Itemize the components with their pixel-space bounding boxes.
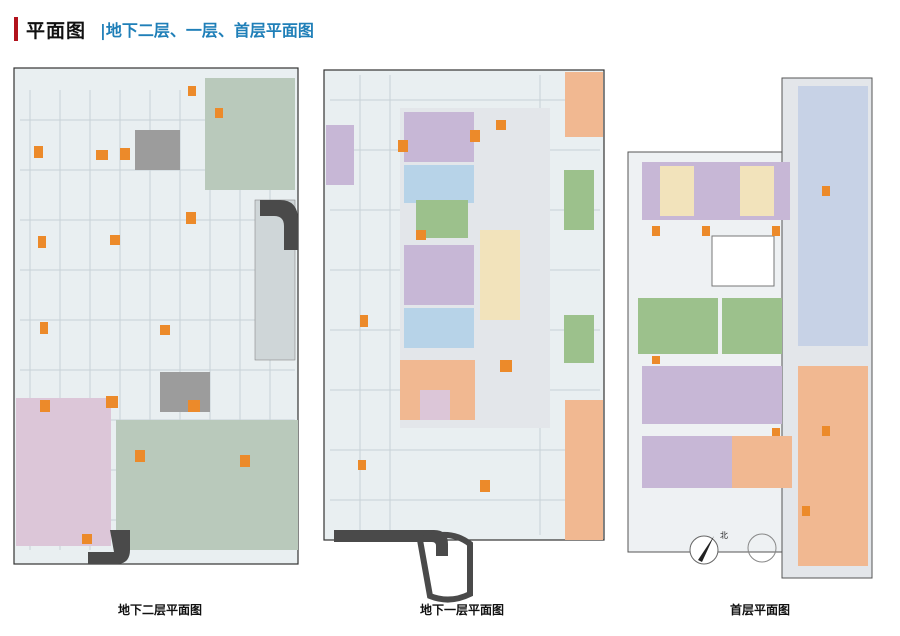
b1-blue-block-2 [404,308,474,348]
b2-equipment-zone-south [116,420,298,550]
caption-b1: 地下一层平面图 [419,603,504,617]
ground-compass-ring [689,535,719,565]
ground-upper-yellow-2 [740,166,774,216]
b1-purple-block-1 [404,112,474,162]
b2-ramp-top [260,200,298,250]
compass-north-label: 北 [720,531,728,540]
ground-courtyard [711,235,775,287]
b1-purple-block-2 [404,245,474,305]
ground-tower-blue [798,86,868,346]
plan-b1-drawing [323,69,605,603]
b2-core-grey [135,130,180,170]
b2-auto-repair-zone [16,398,111,546]
b1-parking-grid [330,75,600,535]
ground-peach-wing [732,436,792,488]
ground-cores [652,186,830,516]
plan-b1 [320,60,610,608]
caption-b2: 地下二层平面图 [117,603,202,617]
ground-purple-wing [642,366,782,424]
b1-clinic-left [326,125,354,185]
b1-cores [358,120,512,492]
plan-b2 [10,60,306,580]
b2-core-grey-2 [160,372,210,412]
ground-green-wing-2 [722,298,782,354]
page-title: 平面图 [26,19,87,42]
ground-green-wing [638,298,718,354]
plan-ground-drawing: 北 [627,77,873,579]
b1-pink-block [420,390,450,420]
b1-green-right-2 [564,315,594,363]
page-subtitle: |地下二层、一层、首层平面图 [100,21,314,40]
b1-green-right [564,170,594,230]
plan-ground: 北 [622,66,890,586]
title-bar: 平面图 |地下二层、一层、首层平面图 [14,14,314,44]
title-accent-bar [14,17,18,41]
b2-cores [34,86,250,544]
b2-equipment-zone-ne [205,78,295,190]
ground-helipad [747,533,777,563]
ground-tower-peach [798,366,868,566]
ground-upper-yellow-1 [660,166,694,216]
b1-hall [480,230,520,320]
b1-peach-top [565,72,603,137]
b2-ramp-bottom [88,530,130,564]
plan-b2-drawing [13,67,299,565]
b1-ramp-1 [334,530,448,556]
b1-peach-bottom [565,400,603,540]
ground-compass-arrow [698,536,714,562]
caption-ground: 首层平面图 [729,603,790,617]
b1-ramp-2 [416,531,473,603]
b1-blue-block-1 [404,165,474,203]
